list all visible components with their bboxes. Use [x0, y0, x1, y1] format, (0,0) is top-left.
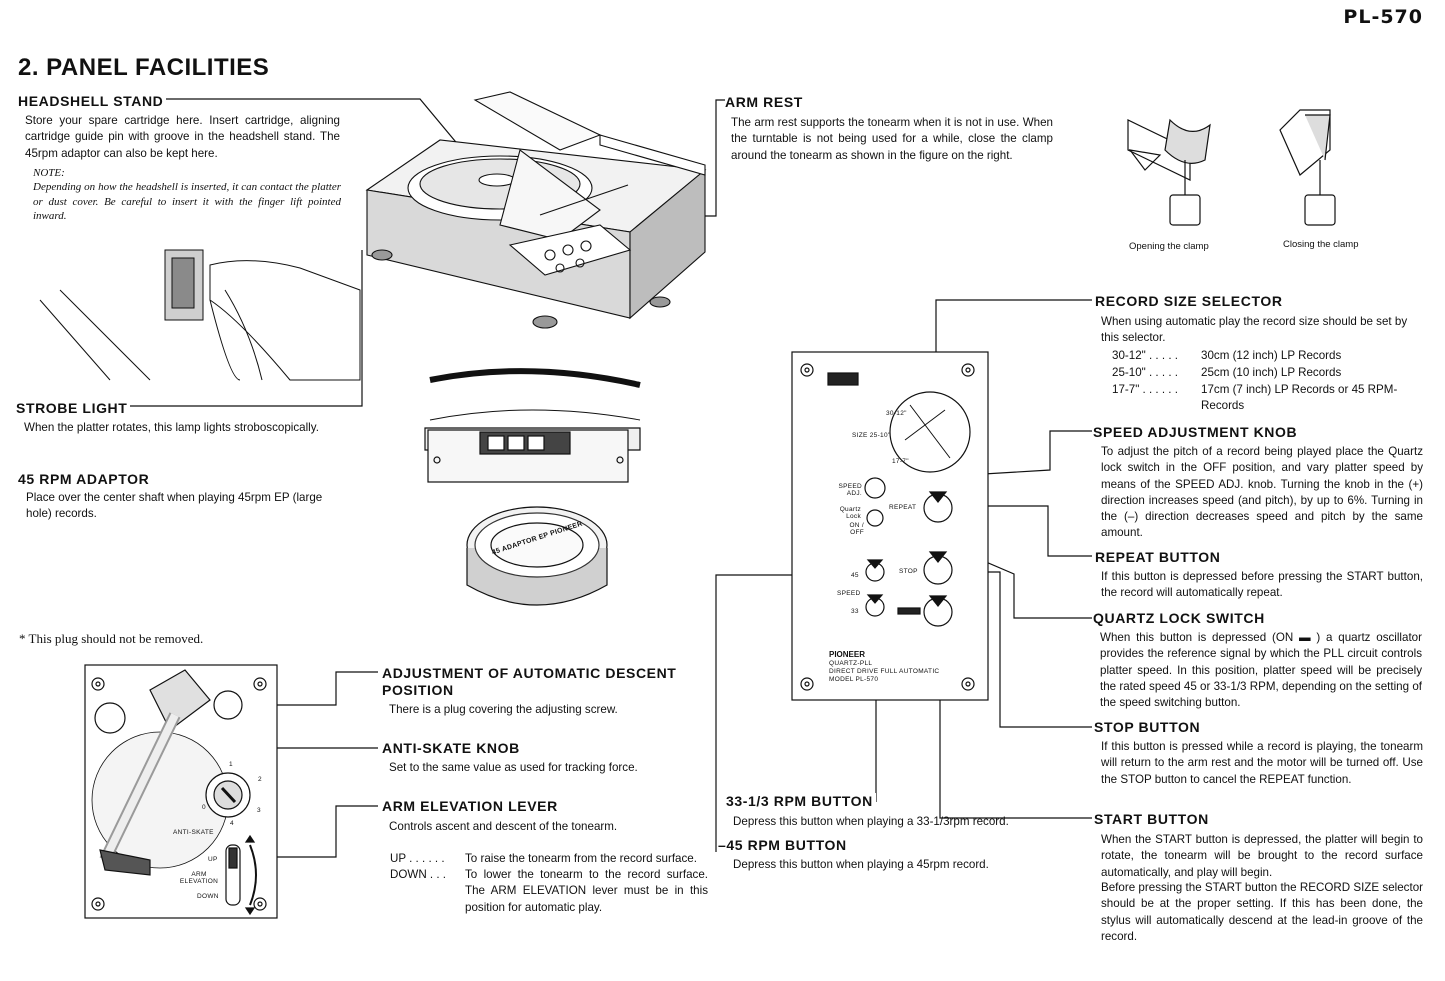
- panel-line2: DIRECT DRIVE FULL AUTOMATIC: [829, 668, 940, 675]
- text-strobe-light: When the platter rotates, this lamp ligh…: [24, 421, 319, 434]
- text-headshell-stand: Store your spare cartridge here. Insert …: [25, 114, 340, 160]
- panel-line1: QUARTZ-PLL: [829, 660, 873, 667]
- turntable-drawing: [365, 91, 707, 329]
- size-key-0: 30-12" . . . . .: [1112, 349, 1178, 362]
- panel-size-30: 30-12": [886, 410, 907, 417]
- text-arm-rest: The arm rest supports the tonearm when i…: [731, 116, 1053, 162]
- panel-size-25: SIZE 25-10": [852, 432, 891, 439]
- heading-speed-adj: SPEED ADJUSTMENT KNOB: [1093, 424, 1301, 440]
- text-record-size: When using automatic play the record siz…: [1101, 315, 1408, 345]
- size-val-2: 17cm (7 inch) LP Records or 45 RPM-Recor…: [1201, 383, 1398, 413]
- heading-45-rpm: –45 RPM BUTTON: [718, 837, 850, 853]
- heading-stop: STOP BUTTON: [1094, 719, 1204, 735]
- text-up: To raise the tonearm from the record sur…: [465, 852, 697, 865]
- panel-45: 45: [851, 572, 859, 579]
- leader-strobe: [120, 250, 363, 407]
- tonearm-panel-drawing: [84, 664, 278, 919]
- text-quartz-lock: When this button is depressed (ON ▬ ) a …: [1100, 631, 1422, 710]
- panel-line3: MODEL PL-570: [829, 676, 879, 683]
- text-down: To lower the tonearm to the record surfa…: [465, 868, 708, 914]
- adaptor-drawing: [466, 506, 608, 606]
- text-start: When the START button is depressed, the …: [1101, 833, 1423, 879]
- caption-opening-clamp: Opening the clamp: [1129, 241, 1209, 252]
- heading-record-size: RECORD SIZE SELECTOR: [1095, 293, 1286, 309]
- leader-repeat: [955, 505, 1092, 557]
- heading-strobe-light: STROBE LIGHT: [16, 400, 131, 416]
- size-val-0: 30cm (12 inch) LP Records: [1201, 349, 1342, 362]
- panel-speed-adj: SPEED ADJ.: [838, 483, 862, 497]
- panel-33: 33: [851, 608, 859, 615]
- leader-auto-descent: [246, 671, 378, 706]
- leader-arm-elevation: [246, 805, 378, 858]
- clamp-open-drawing: [1127, 118, 1211, 226]
- text-45-rpm: Depress this button when playing a 45rpm…: [733, 858, 989, 871]
- control-panel-drawing: [791, 351, 989, 701]
- note-text: Depending on how the headshell is insert…: [33, 181, 341, 222]
- panel-brand: PIONEER: [829, 650, 866, 659]
- panel-down: DOWN: [197, 893, 219, 900]
- heading-start: START BUTTON: [1094, 811, 1212, 827]
- heading-quartz-lock: QUARTZ LOCK SWITCH: [1093, 610, 1268, 626]
- label-up: UP . . . . . .: [390, 852, 445, 865]
- plug-note: * This plug should not be removed.: [19, 631, 204, 646]
- heading-33-rpm: 33-1/3 RPM BUTTON: [726, 793, 876, 809]
- scale-2: 2: [258, 776, 262, 783]
- panel-anti-skate: ANTI-SKATE: [173, 829, 214, 836]
- model-number: PL-570: [1343, 6, 1423, 28]
- text-start-2: Before pressing the START button the REC…: [1101, 881, 1423, 943]
- clamp-close-drawing: [1279, 109, 1336, 226]
- panel-speed: SPEED: [837, 590, 861, 597]
- caption-closing-clamp: Closing the clamp: [1283, 239, 1359, 250]
- size-val-1: 25cm (10 inch) LP Records: [1201, 366, 1342, 379]
- panel-arm-elevation: ARM ELEVATION: [179, 871, 219, 885]
- heading-anti-skate: ANTI-SKATE KNOB: [382, 740, 523, 756]
- scale-3: 3: [257, 807, 261, 814]
- text-stop: If this button is pressed while a record…: [1101, 740, 1423, 786]
- text-repeat: If this button is depressed before press…: [1101, 570, 1423, 600]
- scale-0: 0: [202, 804, 206, 811]
- headshell-stand-drawing: [39, 249, 361, 381]
- text-anti-skate: Set to the same value as used for tracki…: [389, 761, 638, 774]
- scale-1: 1: [229, 761, 233, 768]
- heading-arm-elevation: ARM ELEVATION LEVER: [382, 798, 561, 814]
- panel-repeat: REPEAT: [889, 504, 917, 511]
- heading-auto-descent: ADJUSTMENT OF AUTOMATIC DESCENT POSITION: [382, 665, 705, 699]
- panel-on-off: ON / OFF: [849, 522, 864, 536]
- heading-arm-rest: ARM REST: [725, 94, 806, 110]
- note-label: NOTE:: [33, 167, 65, 179]
- text-arm-elevation: Controls ascent and descent of the tonea…: [389, 820, 618, 833]
- heading-45-adaptor: 45 RPM ADAPTOR: [18, 471, 153, 487]
- panel-size-17: 17-7": [892, 458, 909, 465]
- strobe-drawing: [424, 368, 641, 483]
- text-45-adaptor: Place over the center shaft when playing…: [26, 491, 323, 521]
- panel-stop: STOP: [899, 568, 918, 575]
- text-33-rpm: Depress this button when playing a 33-1/…: [733, 815, 1009, 828]
- heading-headshell-stand: HEADSHELL STAND: [18, 93, 167, 109]
- panel-up: UP: [208, 856, 218, 863]
- text-auto-descent: There is a plug covering the adjusting s…: [389, 703, 618, 716]
- heading-repeat: REPEAT BUTTON: [1095, 549, 1224, 565]
- text-speed-adj: To adjust the pitch of a record being pl…: [1101, 445, 1423, 540]
- heading-45-rpm-text: 45 RPM BUTTON: [726, 837, 847, 853]
- size-key-1: 25-10" . . . . .: [1112, 366, 1178, 379]
- scale-4: 4: [230, 820, 234, 827]
- panel-quartz: Quartz Lock: [839, 506, 861, 520]
- page-title: 2. PANEL FACILITIES: [18, 54, 270, 81]
- size-key-2: 17-7" . . . . . .: [1112, 383, 1178, 396]
- label-down: DOWN . . .: [390, 868, 447, 881]
